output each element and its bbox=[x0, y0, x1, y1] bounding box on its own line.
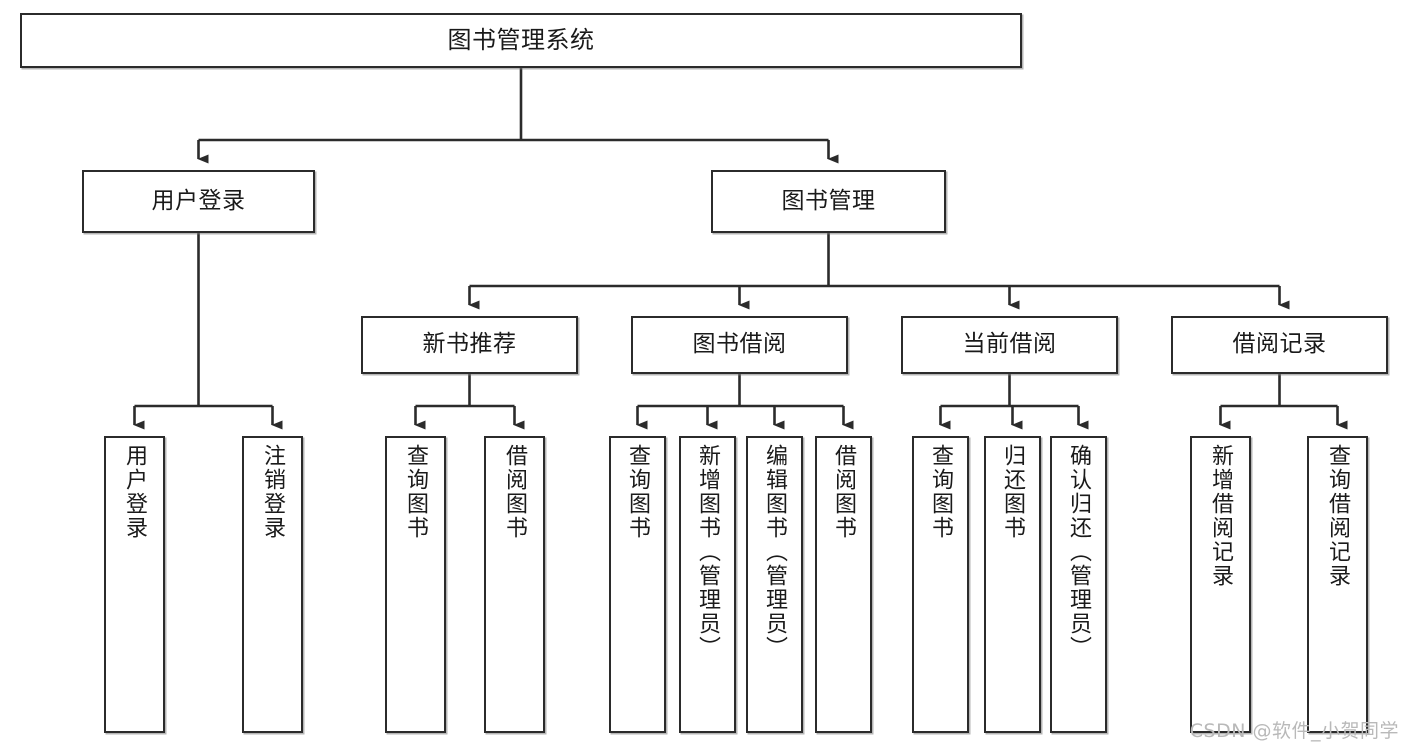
node-label: 用户登录 bbox=[151, 187, 246, 214]
node-label: 新书推荐 bbox=[422, 331, 517, 358]
node-label: 编辑图书（管理员） bbox=[762, 444, 788, 660]
node-label: 查询图书 bbox=[625, 444, 651, 540]
node-label: 新增图书（管理员） bbox=[695, 444, 721, 660]
node-leaf-bo-borrow[interactable]: 借阅图书 bbox=[815, 436, 872, 733]
node-label: 图书管理 bbox=[781, 187, 876, 214]
node-leaf-cu-return[interactable]: 归还图书 bbox=[984, 436, 1041, 733]
node-records[interactable]: 借阅记录 bbox=[1171, 316, 1388, 374]
node-label: 借阅图书 bbox=[502, 444, 528, 540]
node-label: 新增借阅记录 bbox=[1208, 444, 1234, 588]
node-label: 当前借阅 bbox=[962, 331, 1057, 358]
node-root[interactable]: 图书管理系统 bbox=[20, 13, 1022, 68]
node-leaf-bo-edit[interactable]: 编辑图书（管理员） bbox=[746, 436, 803, 733]
node-leaf-cu-query[interactable]: 查询图书 bbox=[912, 436, 969, 733]
node-leaf-bo-query[interactable]: 查询图书 bbox=[609, 436, 666, 733]
node-leaf-re-add[interactable]: 新增借阅记录 bbox=[1190, 436, 1251, 733]
watermark-text: CSDN @软件_小贺同学 bbox=[1189, 720, 1399, 742]
node-leaf-re-query[interactable]: 查询借阅记录 bbox=[1307, 436, 1368, 733]
node-bookmgmt[interactable]: 图书管理 bbox=[711, 170, 946, 233]
node-label: 查询图书 bbox=[403, 444, 429, 540]
node-leaf-nb-borrow[interactable]: 借阅图书 bbox=[484, 436, 545, 733]
node-label: 查询借阅记录 bbox=[1325, 444, 1351, 588]
node-label: 查询图书 bbox=[928, 444, 954, 540]
node-label: 确认归还（管理员） bbox=[1066, 444, 1092, 660]
node-borrow[interactable]: 图书借阅 bbox=[631, 316, 848, 374]
node-label: 借阅图书 bbox=[831, 444, 857, 540]
node-leaf-nb-query[interactable]: 查询图书 bbox=[385, 436, 446, 733]
node-newbook[interactable]: 新书推荐 bbox=[361, 316, 578, 374]
node-leaf-bo-add[interactable]: 新增图书（管理员） bbox=[679, 436, 736, 733]
node-leaf-cu-confirm[interactable]: 确认归还（管理员） bbox=[1050, 436, 1107, 733]
node-label: 图书管理系统 bbox=[447, 26, 595, 55]
node-leaf-user-logout[interactable]: 注销登录 bbox=[242, 436, 303, 733]
node-label: 借阅记录 bbox=[1232, 331, 1327, 358]
node-login[interactable]: 用户登录 bbox=[82, 170, 315, 233]
node-leaf-user-login[interactable]: 用户登录 bbox=[104, 436, 165, 733]
node-label: 用户登录 bbox=[122, 444, 148, 540]
node-label: 注销登录 bbox=[260, 444, 286, 540]
node-current[interactable]: 当前借阅 bbox=[901, 316, 1118, 374]
node-label: 图书借阅 bbox=[692, 331, 787, 358]
node-label: 归还图书 bbox=[1000, 444, 1026, 540]
